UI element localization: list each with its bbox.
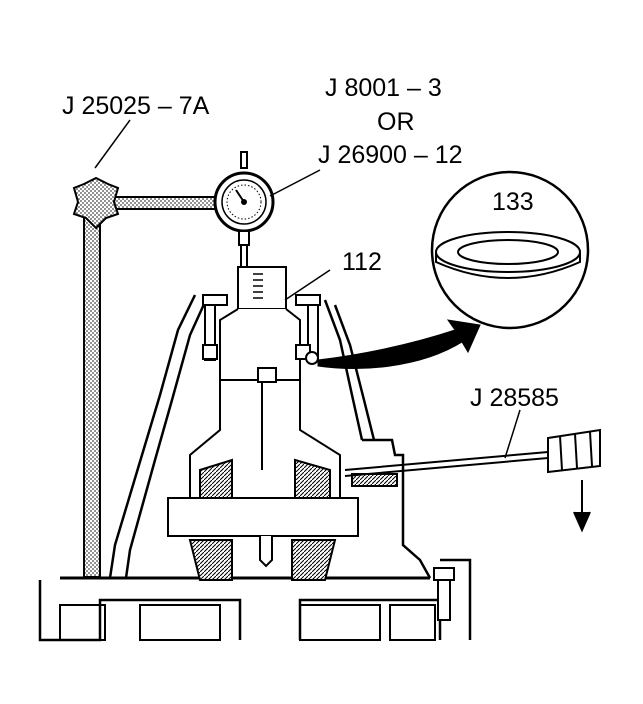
dial-indicator-alt-label: J 26900 – 12 — [318, 141, 463, 169]
stand-tool-label: J 25025 – 7A — [62, 92, 210, 120]
dial-indicator — [213, 151, 275, 270]
detail-arrow — [317, 319, 481, 369]
selective-shim — [351, 473, 398, 487]
pry-direction-arrow — [573, 480, 591, 533]
lower-bearings — [59, 604, 436, 641]
side-gear-upper-right — [294, 458, 331, 499]
or-label: OR — [377, 108, 415, 136]
housing — [38, 294, 472, 642]
dial-indicator-label: J 8001 – 3 — [325, 74, 442, 102]
pinion-shaft — [219, 266, 301, 381]
bearing-left — [202, 294, 228, 361]
leader-lines — [94, 119, 521, 459]
probe-tool-label: J 28585 — [470, 384, 559, 412]
side-gear-upper-left — [199, 458, 233, 499]
side-gear-lower-right — [291, 539, 337, 581]
gear-part-label: 112 — [342, 248, 382, 276]
side-gear-lower-left — [188, 539, 233, 581]
washer-part-label: 133 — [492, 188, 534, 216]
clamp-knob — [72, 176, 120, 230]
housing-bolt — [433, 567, 455, 621]
differential-case — [167, 367, 359, 568]
probe-tool — [344, 428, 601, 477]
washer-detail-callout — [430, 170, 590, 330]
washer-location-marker — [305, 351, 319, 365]
